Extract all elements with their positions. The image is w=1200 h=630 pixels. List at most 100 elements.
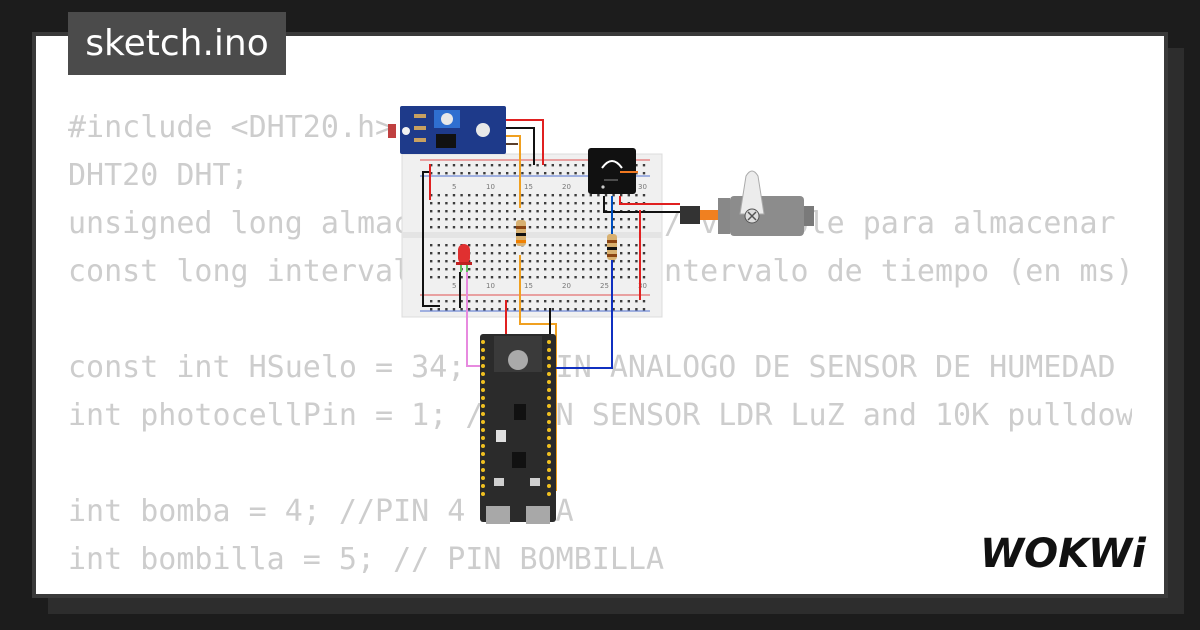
- breadboard-hole: [604, 252, 608, 255]
- breadboard-hole: [506, 268, 509, 271]
- breadboard-hole: [498, 226, 501, 229]
- breadboard-hole: [521, 218, 524, 221]
- esp32-pin: [547, 364, 551, 368]
- breadboard-number: 30: [638, 282, 647, 290]
- esp32-pin: [481, 484, 485, 488]
- breadboard-hole: [589, 300, 592, 303]
- breadboard-hole: [490, 276, 494, 279]
- breadboard-hole: [642, 218, 646, 221]
- breadboard-hole: [566, 194, 570, 197]
- breadboard-hole: [589, 308, 592, 311]
- breadboard-hole: [445, 218, 448, 221]
- esp32-pin: [481, 436, 485, 440]
- breadboard-hole: [574, 194, 577, 197]
- breadboard-hole: [521, 252, 524, 255]
- breadboard-hole: [635, 244, 638, 247]
- breadboard-hole: [498, 300, 501, 303]
- breadboard-hole: [521, 202, 524, 205]
- breadboard-hole: [430, 252, 433, 255]
- breadboard-hole: [506, 276, 509, 279]
- dht20-sensor: [588, 148, 636, 194]
- breadboard-hole: [513, 164, 516, 167]
- breadboard-hole: [551, 218, 554, 221]
- breadboard-hole: [513, 172, 516, 175]
- breadboard-hole: [475, 172, 478, 175]
- breadboard-hole: [528, 210, 532, 213]
- breadboard-hole: [437, 164, 440, 167]
- breadboard-hole: [437, 226, 440, 229]
- breadboard-hole: [635, 276, 638, 279]
- breadboard-hole: [452, 164, 456, 167]
- breadboard-hole: [483, 308, 486, 311]
- breadboard-hole: [642, 276, 646, 279]
- breadboard-hole: [460, 226, 463, 229]
- breadboard-hole: [627, 226, 630, 229]
- breadboard-hole: [597, 210, 600, 213]
- breadboard-hole: [460, 276, 463, 279]
- breadboard-hole: [604, 276, 608, 279]
- breadboard-hole: [521, 164, 524, 167]
- breadboard-number: 10: [486, 282, 495, 290]
- breadboard-hole: [468, 276, 471, 279]
- breadboard-hole: [475, 226, 478, 229]
- breadboard-hole: [597, 244, 600, 247]
- breadboard-hole: [528, 260, 532, 263]
- breadboard-hole: [430, 226, 433, 229]
- breadboard-hole: [620, 276, 623, 279]
- breadboard-hole: [483, 276, 486, 279]
- breadboard-hole: [544, 226, 547, 229]
- breadboard-hole: [483, 202, 486, 205]
- breadboard-hole: [635, 226, 638, 229]
- breadboard-hole: [528, 202, 532, 205]
- breadboard-hole: [551, 226, 554, 229]
- breadboard-hole: [620, 260, 623, 263]
- breadboard-hole: [551, 244, 554, 247]
- breadboard-hole: [582, 260, 585, 263]
- breadboard-hole: [468, 164, 471, 167]
- breadboard-hole: [620, 226, 623, 229]
- breadboard-hole: [430, 260, 433, 263]
- breadboard-hole: [528, 252, 532, 255]
- breadboard-hole: [574, 226, 577, 229]
- breadboard-hole: [566, 244, 570, 247]
- breadboard-hole: [506, 194, 509, 197]
- breadboard-hole: [597, 276, 600, 279]
- breadboard-hole: [559, 300, 562, 303]
- breadboard-hole: [589, 194, 592, 197]
- breadboard-hole: [468, 226, 471, 229]
- breadboard-hole: [559, 164, 562, 167]
- breadboard-hole: [445, 210, 448, 213]
- breadboard-hole: [521, 194, 524, 197]
- breadboard-hole: [612, 218, 615, 221]
- breadboard-hole: [544, 210, 547, 213]
- breadboard-hole: [498, 260, 501, 263]
- breadboard-hole: [430, 244, 433, 247]
- breadboard-hole: [521, 260, 524, 263]
- breadboard-hole: [430, 276, 433, 279]
- code-line: DHT20 DHT;: [68, 158, 249, 193]
- breadboard-hole: [627, 194, 630, 197]
- wokwi-logo: WOKWi: [980, 531, 1147, 577]
- breadboard-hole: [521, 276, 524, 279]
- breadboard-hole: [559, 226, 562, 229]
- resistor: [607, 234, 617, 260]
- breadboard-hole: [528, 164, 532, 167]
- breadboard-hole: [498, 210, 501, 213]
- breadboard-hole: [536, 172, 539, 175]
- wokwi-wordmark: WOKWi: [980, 531, 1147, 577]
- breadboard-hole: [468, 260, 471, 263]
- breadboard-hole: [566, 164, 570, 167]
- breadboard-hole: [506, 244, 509, 247]
- breadboard-hole: [506, 252, 509, 255]
- breadboard-hole: [604, 244, 608, 247]
- esp32-pin: [547, 484, 551, 488]
- breadboard-hole: [483, 218, 486, 221]
- breadboard-hole: [483, 268, 486, 271]
- breadboard-hole: [437, 260, 440, 263]
- breadboard-hole: [620, 300, 623, 303]
- breadboard-hole: [513, 300, 516, 303]
- breadboard-hole: [468, 244, 471, 247]
- esp32-pin: [481, 476, 485, 480]
- breadboard-hole: [483, 260, 486, 263]
- breadboard-hole: [452, 226, 456, 229]
